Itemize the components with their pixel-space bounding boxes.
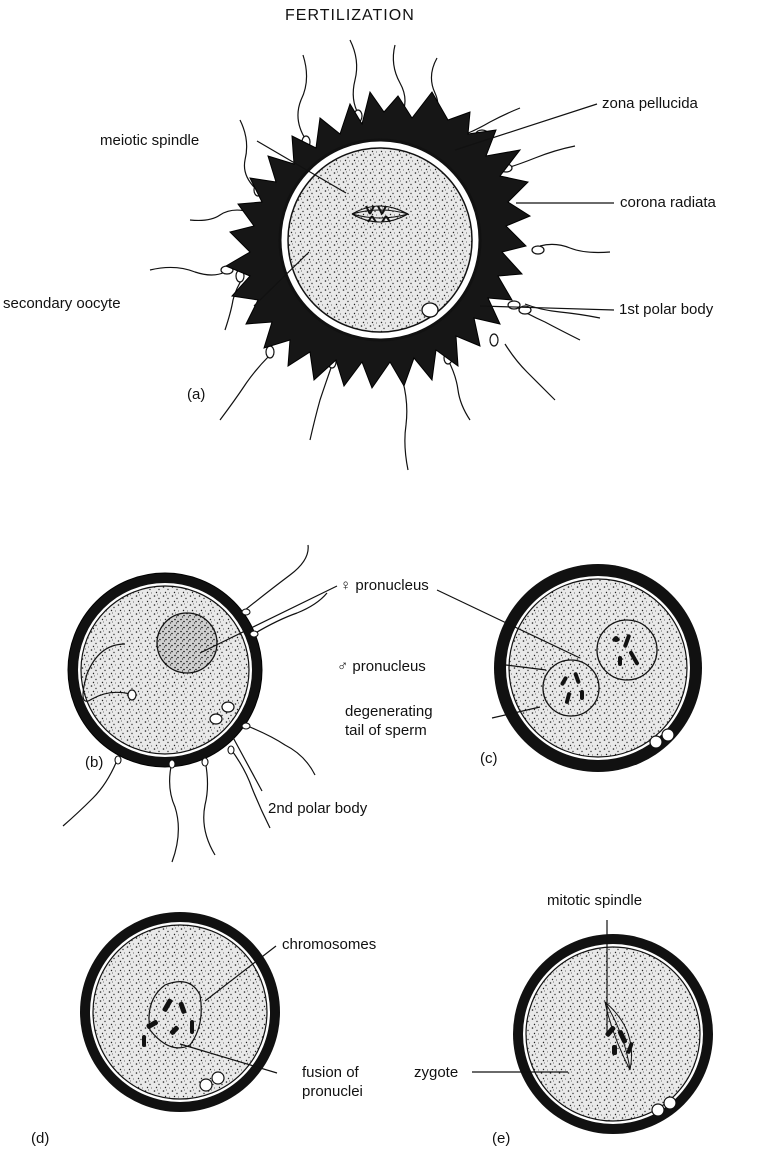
panel-a-tag: (a) xyxy=(187,387,205,402)
label-female-pronucleus: ♀ pronucleus xyxy=(340,578,429,593)
label-mitotic-spindle: mitotic spindle xyxy=(547,893,642,908)
panel-b-oocyte xyxy=(81,586,249,754)
label-male-pronucleus: ♂ pronucleus xyxy=(337,659,426,674)
panel-d-egg xyxy=(80,912,280,1112)
first-polar-body-shape xyxy=(422,303,438,317)
label-first-polar-body: 1st polar body xyxy=(619,302,713,317)
panel-b-polar-body-1 xyxy=(210,714,222,724)
panel-b-polar-body-2 xyxy=(222,702,234,712)
label-zona-pellucida: zona pellucida xyxy=(602,96,698,111)
label-chromosomes: chromosomes xyxy=(282,937,376,952)
panel-e-egg xyxy=(513,934,713,1134)
panel-c-female-pronucleus xyxy=(597,620,657,680)
label-degenerating-line-1: degenerating xyxy=(345,704,433,719)
label-meiotic-spindle: meiotic spindle xyxy=(100,133,199,148)
panel-e-tag: (e) xyxy=(492,1131,510,1146)
panel-c-male-pronucleus xyxy=(543,660,599,716)
label-fusion-line-1: fusion of xyxy=(302,1065,359,1080)
panel-d-tag: (d) xyxy=(31,1131,49,1146)
label-zygote: zygote xyxy=(414,1065,458,1080)
panel-b-tag: (b) xyxy=(85,755,103,770)
figure-title: FERTILIZATION xyxy=(285,8,415,24)
label-corona-radiata: corona radiata xyxy=(620,195,716,210)
label-fusion-line-2: pronuclei xyxy=(302,1084,363,1099)
label-second-polar-body: 2nd polar body xyxy=(268,801,367,816)
label-degenerating-line-2: tail of sperm xyxy=(345,723,427,738)
panel-b-female-pronucleus xyxy=(157,613,217,673)
label-secondary-oocyte: secondary oocyte xyxy=(3,296,121,311)
panel-a-egg xyxy=(150,40,610,470)
panel-c-tag: (c) xyxy=(480,751,498,766)
